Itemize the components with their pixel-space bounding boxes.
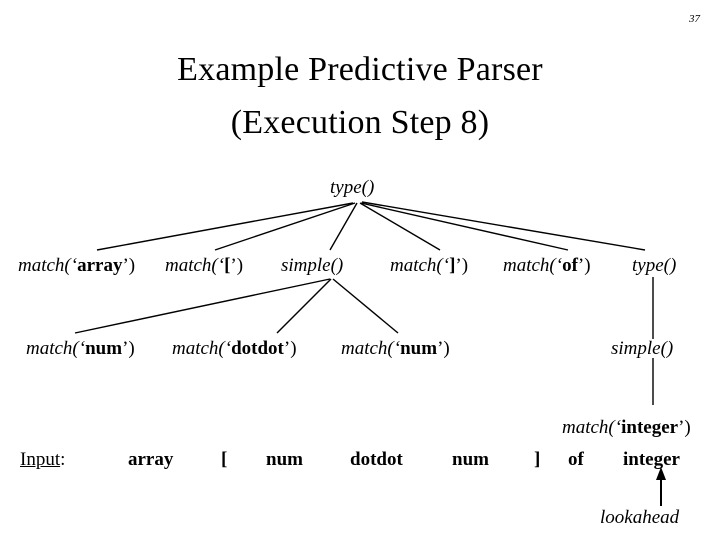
node-label-literal: num <box>85 338 123 359</box>
input-label-colon: : <box>60 449 66 470</box>
node-label-pre: match(‘ <box>390 255 450 276</box>
page-number: 37 <box>689 13 700 25</box>
node-label-post: ’) <box>678 417 691 438</box>
node-label-post: ’) <box>283 338 297 359</box>
input-token-dotdot[interactable]: dotdot <box>350 449 403 470</box>
title-line-1: Example Predictive Parser <box>177 51 543 88</box>
node-label-pre: match(‘ <box>341 338 401 359</box>
input-token-lbracket[interactable]: [ <box>221 449 228 470</box>
node-label-post: ’) <box>230 255 244 276</box>
edge-root-to-array <box>96 202 354 251</box>
title-line-2: (Execution Step 8) <box>230 103 490 141</box>
node-label-post: ’) <box>577 255 591 276</box>
node-label-pre: match(‘ <box>172 338 232 359</box>
node-label-literal: [ <box>224 255 231 276</box>
edge-root-to-of <box>360 202 569 251</box>
node-label-literal: array <box>77 255 123 276</box>
tree-node-match-of[interactable]: match(‘of’) <box>503 256 591 275</box>
edge-root-to-rbracket <box>359 202 441 251</box>
tree-node-match-dotdot[interactable]: match(‘dotdot’) <box>172 339 297 358</box>
node-label-literal: of <box>562 255 578 276</box>
edge-root-to-simple <box>329 202 358 251</box>
node-label-pre: type() <box>632 255 677 276</box>
edge-simple-to-num1 <box>74 278 331 334</box>
node-label-pre: match(‘ <box>26 338 86 359</box>
input-token-num-1[interactable]: num <box>266 449 303 470</box>
input-token-array[interactable]: array <box>128 449 174 470</box>
node-label-pre: simple() <box>611 338 674 359</box>
node-label-pre: match(‘ <box>18 255 78 276</box>
lookahead-label: lookahead <box>600 507 680 528</box>
tree-node-match-rbracket[interactable]: match(‘]’) <box>390 255 469 276</box>
node-label-pre: match(‘ <box>562 417 622 438</box>
tree-node-match-num-1[interactable]: match(‘num’) <box>26 339 135 358</box>
input-token-rbracket[interactable]: ] <box>534 449 541 470</box>
node-label-post: ’) <box>455 255 469 276</box>
node-label-pre: type() <box>330 177 375 198</box>
tree-node-simple-level1[interactable]: simple() <box>281 255 344 276</box>
edge-simple-to-num2 <box>332 278 399 334</box>
input-token-num-2[interactable]: num <box>452 449 489 470</box>
node-label-post: ’) <box>437 338 450 359</box>
tree-node-simple-level2[interactable]: simple() <box>611 338 674 359</box>
edge-simple-to-dotdot <box>276 278 332 334</box>
node-label-literal: dotdot <box>231 338 284 359</box>
tree-node-match-array[interactable]: match(‘array’) <box>18 255 136 276</box>
input-label-text: Input <box>20 449 61 470</box>
edge-root-to-type <box>361 201 646 251</box>
input-token-of[interactable]: of <box>568 449 584 470</box>
node-label-literal: num <box>400 338 438 359</box>
tree-node-match-integer[interactable]: match(‘integer’) <box>562 418 691 437</box>
input-token-integer[interactable]: integer <box>623 449 680 470</box>
node-label-pre: match(‘ <box>165 255 225 276</box>
tree-node-match-num-2[interactable]: match(‘num’) <box>341 339 450 358</box>
edge-root-to-lbracket <box>214 202 356 251</box>
node-label-pre: match(‘ <box>503 255 563 276</box>
node-label-post: ’) <box>122 255 136 276</box>
node-label-literal: integer <box>621 417 679 438</box>
node-label-literal: ] <box>449 255 456 276</box>
tree-node-match-lbracket[interactable]: match(‘[’) <box>165 255 244 276</box>
node-label-post: ’) <box>122 338 135 359</box>
page-title: Example Predictive Parser (Execution Ste… <box>0 44 720 149</box>
input-row-label: Input: <box>20 450 65 469</box>
tree-node-type-level1[interactable]: type() <box>632 255 677 276</box>
node-label-pre: simple() <box>281 255 344 276</box>
tree-node-root-type[interactable]: type() <box>330 177 375 198</box>
